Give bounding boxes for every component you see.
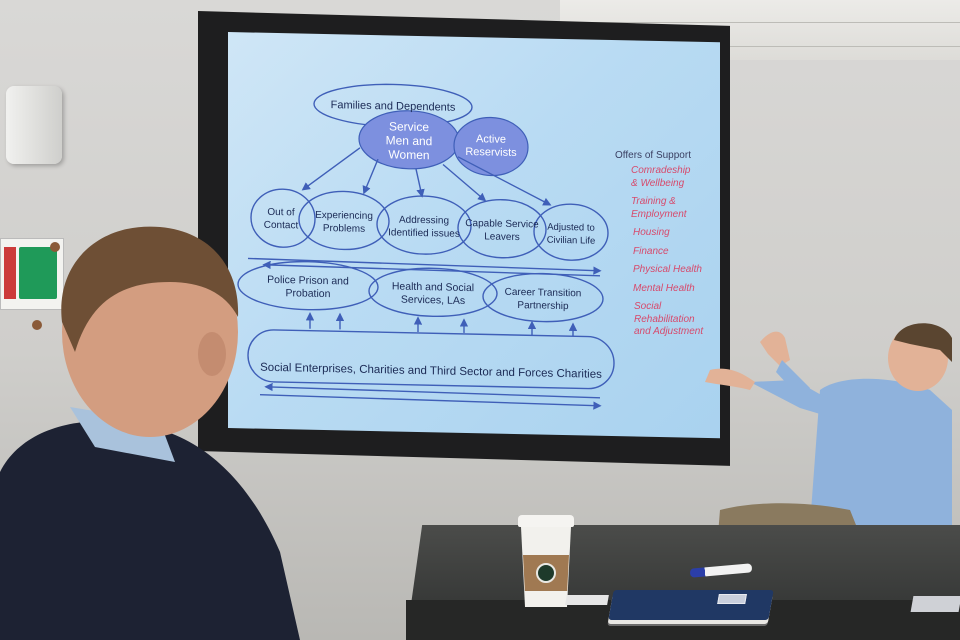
arrow <box>301 147 361 191</box>
agency3-label-2: Partnership <box>517 300 569 312</box>
reservists-ellipse <box>453 116 529 177</box>
sign-green-panel <box>19 247 57 299</box>
offer-item: Comradeship & Wellbeing <box>631 165 691 189</box>
agency1-label-1: Police Prison and <box>267 274 349 288</box>
cup-logo-icon <box>536 563 556 583</box>
stage1-label-1: Out of <box>267 207 294 219</box>
stage-ellipse-5 <box>533 203 609 261</box>
reservists-label-2: Reservists <box>465 146 517 159</box>
stage1-label-2: Contact <box>264 220 299 232</box>
wall-speaker <box>6 86 62 164</box>
fire-safety-sign <box>0 238 64 310</box>
offer-item: Mental Health <box>633 282 695 294</box>
presenter-hair <box>894 323 952 362</box>
arrow <box>442 163 487 202</box>
agency2-label-2: Services, LAs <box>401 294 465 307</box>
arrow <box>247 257 602 275</box>
highlight-ellipses <box>358 110 529 177</box>
arrow <box>259 393 602 410</box>
ceiling-tile-line <box>560 22 960 23</box>
notebook-badge <box>717 594 747 604</box>
stage2-label-2: Problems <box>323 223 365 235</box>
agency-ellipse-1 <box>237 260 379 311</box>
business-card <box>565 595 609 605</box>
paper-sheet <box>910 596 960 612</box>
cup-lid <box>518 515 574 527</box>
sign-red-panel <box>4 247 16 299</box>
ceiling-tile-line <box>560 46 960 47</box>
stage4-label-1: Capable Service <box>465 218 539 231</box>
base-rounded-box <box>247 329 615 390</box>
agency2-label-1: Health and Social <box>392 280 474 294</box>
presenter-raised-arm <box>776 360 810 400</box>
reservists-label-1: Active <box>476 133 506 146</box>
offer-item: Physical Health <box>633 264 702 275</box>
stage-ellipse-1 <box>250 188 316 248</box>
flow-arrows <box>247 147 602 410</box>
attendee-sweater <box>0 421 300 640</box>
presenter-raised-hand <box>760 331 790 366</box>
arrow <box>264 382 601 399</box>
presenter <box>705 323 952 535</box>
coat-hook <box>32 320 42 330</box>
arrow <box>415 168 425 198</box>
service-label-2: Men and <box>386 133 433 148</box>
coat-hook <box>50 242 60 252</box>
arrow <box>262 260 601 277</box>
stage4-label-2: Leavers <box>484 231 520 243</box>
stage3-label-2: Identified issues <box>388 227 460 240</box>
attendee-hair <box>61 226 239 352</box>
stage2-label-1: Experiencing <box>315 210 373 222</box>
attendee-foreground <box>0 226 300 640</box>
presenter-hand <box>705 368 755 390</box>
presenter-shirt <box>810 378 952 525</box>
agency-ellipse-2 <box>368 267 498 318</box>
offers-heading: Offers of Support <box>615 150 691 161</box>
service-label-3: Women <box>388 147 429 162</box>
arrow <box>362 158 379 195</box>
stage-ellipse-2 <box>298 190 390 251</box>
stage5-label-2: Civilian Life <box>547 235 596 247</box>
attendee-ear <box>198 332 226 376</box>
agency1-label-2: Probation <box>286 287 331 300</box>
offers-of-support-list: Offers of Support Comradeship & Wellbein… <box>615 150 725 345</box>
projected-slide: Families and Dependents Service Men and … <box>228 32 720 439</box>
presenter-arm <box>750 380 840 420</box>
slide-diagram: Families and Dependents Service Men and … <box>237 83 615 410</box>
service-label-1: Service <box>389 119 429 134</box>
stage3-label-1: Addressing <box>399 215 449 227</box>
arrow <box>457 156 552 206</box>
families-label: Families and Dependents <box>331 99 456 114</box>
agency3-label-1: Career Transition <box>505 287 582 300</box>
offer-item: Housing <box>633 227 670 238</box>
coffee-cup <box>518 515 574 607</box>
stage5-label-1: Adjusted to <box>547 222 595 234</box>
offer-item: Social Rehabilitation and Adjustment <box>634 301 704 337</box>
offer-item: Training & Employment <box>631 196 687 220</box>
stage-ellipse-4 <box>457 199 547 259</box>
offer-item: Finance <box>633 245 669 257</box>
notebook <box>608 590 774 620</box>
